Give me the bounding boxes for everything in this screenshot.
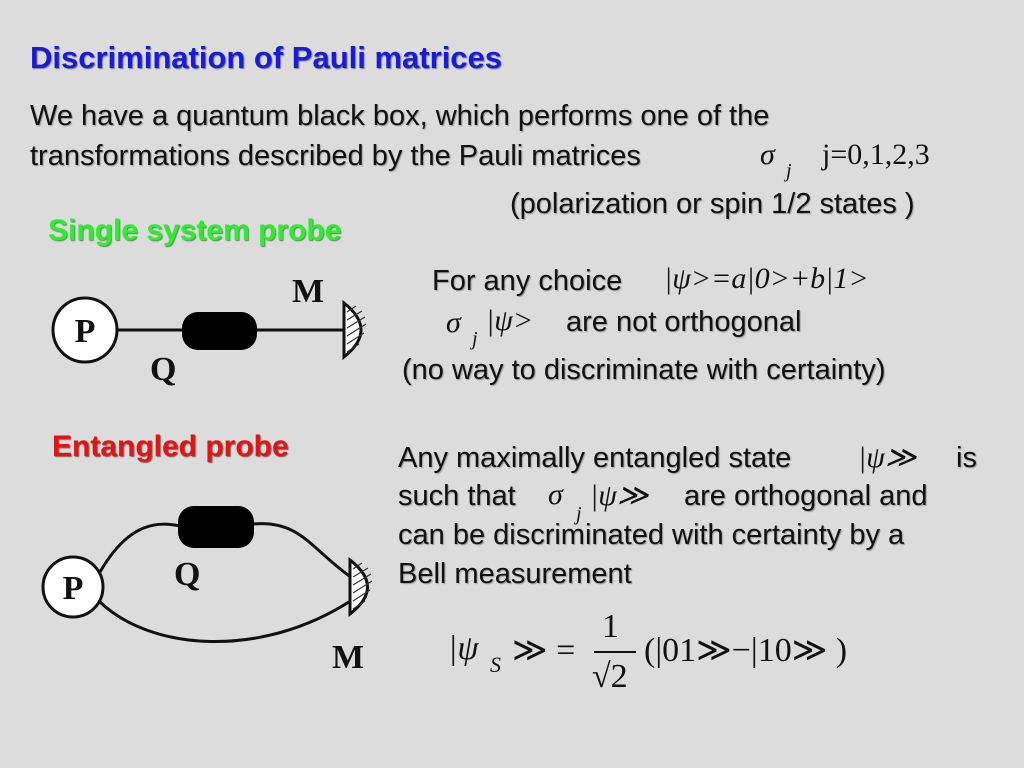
entangled-label-p: P [63, 570, 84, 607]
intro-line-1: We have a quantum black box, which perfo… [30, 100, 770, 132]
entangled-lower-wire [98, 598, 353, 643]
entangled-black-box [178, 506, 254, 548]
singlet-equals: ≫ = [512, 632, 576, 669]
singlet-sub: S [490, 652, 501, 677]
entangled-line1-suffix: is [956, 442, 977, 474]
singlet-ket-right: (|01≫−|10≫ ) [644, 632, 848, 669]
entangled-label-q: Q [174, 556, 200, 593]
single-probe-diagram: P M Q [51, 273, 367, 388]
entangled-line3: can be discriminated with certainty by a [398, 519, 905, 551]
entangled-probe-diagram: P Q M [41, 506, 373, 676]
intro-sigma: σ [760, 138, 775, 171]
single-sigma: σ [446, 306, 461, 339]
single-ket: |ψ> [486, 304, 534, 337]
single-probe-heading: Single system probe [48, 214, 342, 247]
slide-title: Discrimination of Pauli matrices [30, 40, 503, 75]
single-probe-label-p: P [75, 313, 96, 350]
entangled-probe-heading: Entangled probe [52, 430, 289, 463]
entangled-sigma: σ [548, 478, 563, 511]
intro-index-expr: j=0,1,2,3 [822, 138, 930, 171]
single-choice-prefix: For any choice [432, 265, 623, 297]
single-choice-expr: |ψ>=a|0>+b|1> [664, 262, 869, 295]
single-probe-label-q: Q [150, 351, 176, 388]
single-not-orthogonal: are not orthogonal [566, 306, 802, 338]
singlet-frac-bar [594, 651, 636, 653]
entangled-line1-prefix: Any maximally entangled state [398, 442, 792, 474]
entangled-line4: Bell measurement [398, 558, 632, 590]
entangled-upper-wire-right [252, 522, 353, 580]
single-probe-source-p [51, 296, 119, 364]
entangled-source-p [41, 555, 105, 619]
single-sigma-sub: j [472, 328, 478, 350]
intro-note: (polarization or spin 1/2 states ) [510, 188, 915, 220]
entangled-bell-detector-m [348, 556, 369, 618]
entangled-line2-ket: |ψ≫ [590, 479, 649, 512]
entangled-sigma-sub: j [576, 503, 582, 525]
singlet-ket-left: |ψ [448, 630, 479, 667]
entangled-line2-suffix: are orthogonal and [684, 480, 928, 512]
intro-sigma-sub: j [786, 160, 792, 182]
singlet-frac-num: 1 [602, 608, 619, 645]
single-probe-black-box [182, 312, 257, 350]
entangled-upper-wire-left [98, 522, 181, 573]
single-probe-label-m: M [292, 273, 324, 310]
singlet-frac-den: √2 [592, 658, 628, 695]
intro-line-2: transformations described by the Pauli m… [30, 140, 641, 172]
entangled-label-m: M [332, 639, 364, 676]
entangled-line1-ket: |ψ≫ [858, 441, 917, 474]
single-no-way: (no way to discriminate with certainty) [402, 354, 886, 386]
entangled-line2-prefix: such that [398, 480, 516, 512]
